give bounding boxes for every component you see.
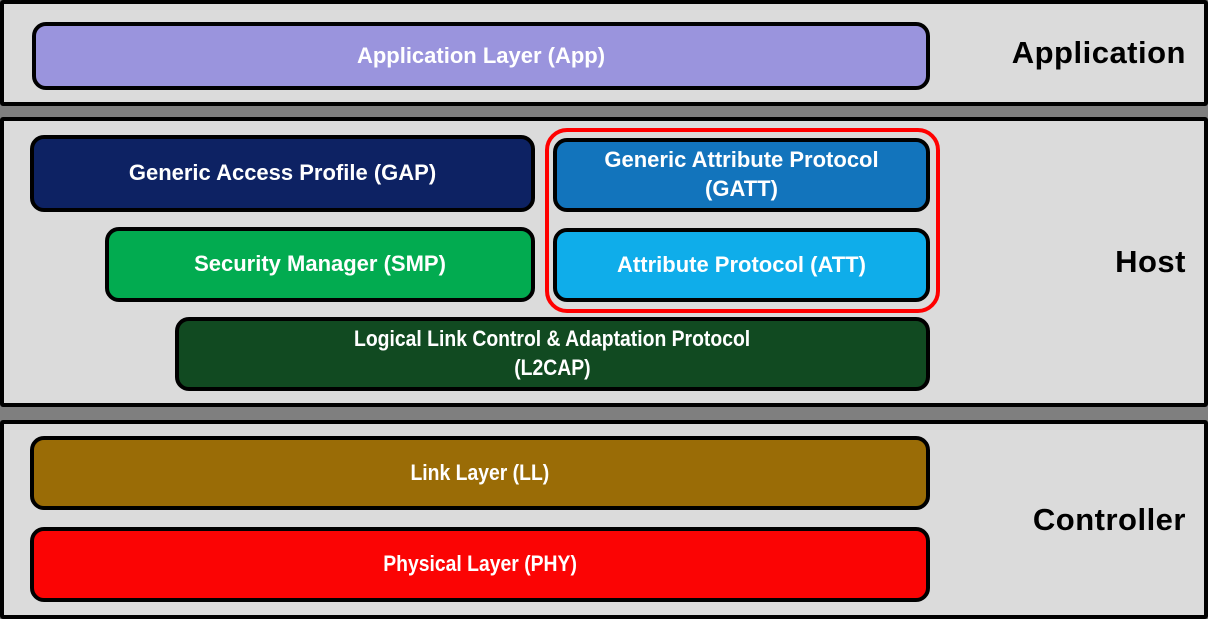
smp-box: Security Manager (SMP) — [105, 227, 535, 302]
application-section-label: Application — [1011, 35, 1186, 70]
host-section-label: Host — [1115, 244, 1186, 279]
physical-layer-box-label: Physical Layer (PHY) — [383, 551, 577, 577]
att-box: Attribute Protocol (ATT) — [553, 228, 930, 302]
gatt-box-label-line2: (GATT) — [705, 176, 778, 201]
l2cap-box-label-line1: Logical Link Control & Adaptation Protoc… — [354, 326, 751, 352]
application-section: Application Layer (App) Application — [0, 0, 1208, 106]
link-layer-box-label: Link Layer (LL) — [410, 459, 550, 485]
l2cap-box-label-line2: (L2CAP) — [514, 355, 591, 380]
gatt-box-label-line1: Generic Attribute Protocol — [604, 147, 879, 173]
physical-layer-box: Physical Layer (PHY) — [30, 527, 930, 602]
smp-box-label: Security Manager (SMP) — [194, 251, 446, 277]
controller-section-label: Controller — [1032, 501, 1186, 537]
controller-section: Link Layer (LL) Physical Layer (PHY) Con… — [0, 420, 1208, 619]
host-section: Generic Access Profile (GAP) Generic Att… — [0, 117, 1208, 407]
application-layer-box: Application Layer (App) — [32, 22, 930, 90]
gap-box-label: Generic Access Profile (GAP) — [128, 160, 437, 186]
att-box-label: Attribute Protocol (ATT) — [617, 251, 866, 277]
gap-box: Generic Access Profile (GAP) — [30, 135, 535, 212]
l2cap-box: Logical Link Control & Adaptation Protoc… — [175, 317, 930, 391]
application-layer-box-label: Application Layer (App) — [356, 42, 606, 68]
link-layer-box: Link Layer (LL) — [30, 436, 930, 510]
gatt-box: Generic Attribute Protocol (GATT) — [553, 138, 930, 212]
